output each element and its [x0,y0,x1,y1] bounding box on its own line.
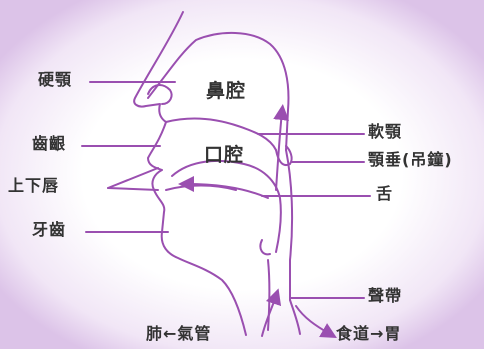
label-uvula: 顎垂(吊鐘) [368,152,453,168]
label-esophagus: 食道→胃 [336,326,401,342]
label-lips: 上下唇 [8,178,59,194]
label-tongue: 舌 [376,186,393,202]
label-hard-palate: 硬顎 [38,72,72,88]
label-teeth: 牙齒 [32,222,66,238]
label-vocal-cords: 聲帶 [368,288,402,304]
label-nasal-cavity: 鼻腔 [206,82,246,101]
label-soft-palate: 軟顎 [368,124,402,140]
label-gum-ridge: 齒齦 [32,136,66,152]
label-trachea: 肺←氣管 [146,326,211,342]
label-oral-cavity: 口腔 [204,146,244,165]
